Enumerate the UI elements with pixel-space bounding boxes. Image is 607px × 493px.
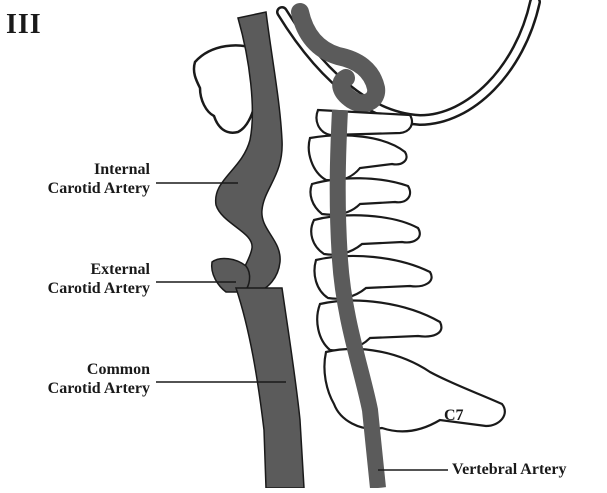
label-internal-line2: Carotid Artery xyxy=(0,179,150,198)
label-c7: C7 xyxy=(444,406,464,425)
vertebra-c6 xyxy=(317,301,441,351)
label-common-line2: Carotid Artery xyxy=(0,379,150,398)
vertebra-c4 xyxy=(311,215,420,254)
vertebra-c3 xyxy=(310,178,410,214)
label-common-carotid: Common Carotid Artery xyxy=(0,360,150,398)
catheter-tube-inner xyxy=(282,2,535,120)
label-vertebral-artery: Vertebral Artery xyxy=(452,460,566,479)
common-carotid-artery xyxy=(236,288,304,488)
external-carotid-artery xyxy=(212,259,250,292)
vertebra-c5 xyxy=(315,256,432,299)
panel-label: III xyxy=(6,8,42,42)
label-external-carotid: External Carotid Artery xyxy=(0,260,150,298)
label-external-line2: Carotid Artery xyxy=(0,279,150,298)
label-internal-line1: Internal xyxy=(0,160,150,179)
label-external-line1: External xyxy=(0,260,150,279)
vertebra-c2 xyxy=(309,135,407,180)
vertebra-c1 xyxy=(317,110,412,135)
label-common-line1: Common xyxy=(0,360,150,379)
label-internal-carotid: Internal Carotid Artery xyxy=(0,160,150,198)
